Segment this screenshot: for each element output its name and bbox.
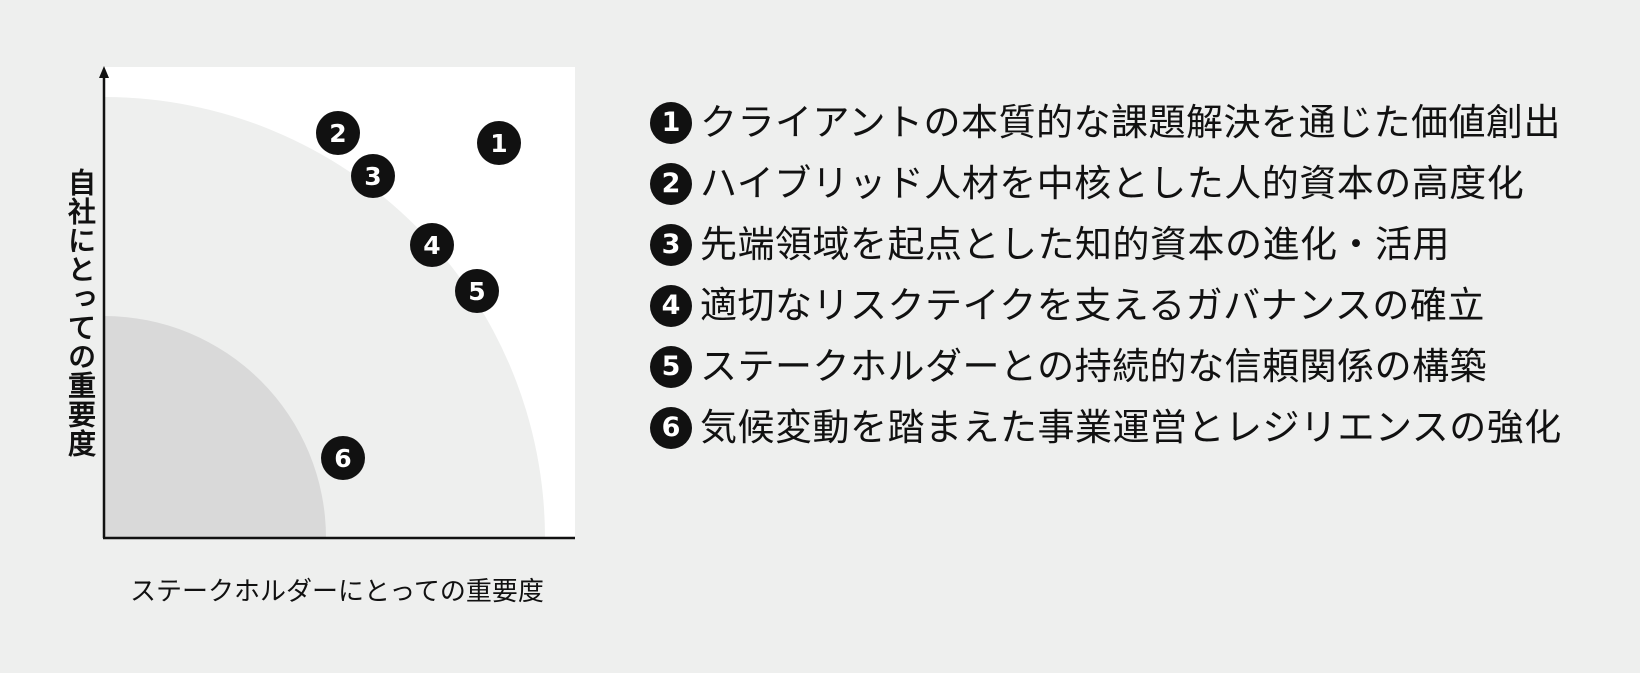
inner-zone	[104, 316, 326, 538]
marker-2-label: 2	[329, 119, 346, 148]
legend-item-text: 適切なリスクテイクを支えるガバナンスの確立	[700, 283, 1485, 327]
legend-item: 6 気候変動を踏まえた事業運営とレジリエンスの強化	[650, 397, 1562, 458]
legend-number-badge: 6	[650, 406, 692, 449]
y-axis-label: 自社にとっての重要度	[64, 168, 97, 458]
marker-3: 3	[351, 154, 395, 198]
legend-item-text: クライアントの本質的な課題解決を通じた価値創出	[700, 100, 1562, 144]
legend-item-text: ステークホルダーとの持続的な信頼関係の構築	[700, 344, 1488, 388]
marker-1: 1	[477, 121, 521, 165]
legend-item: 2 ハイブリッド人材を中核とした人的資本の高度化	[650, 153, 1562, 214]
legend-list: 1 クライアントの本質的な課題解決を通じた価値創出 2 ハイブリッド人材を中核と…	[650, 92, 1562, 458]
marker-6-label: 6	[334, 444, 351, 473]
legend-item: 4 適切なリスクテイクを支えるガバナンスの確立	[650, 275, 1562, 336]
y-axis-arrowhead	[99, 66, 109, 78]
legend-item-text: 気候変動を踏まえた事業運営とレジリエンスの強化	[700, 405, 1562, 449]
marker-4-label: 4	[423, 231, 440, 260]
legend-item-text: 先端領域を起点とした知的資本の進化・活用	[700, 222, 1450, 266]
marker-2: 2	[316, 111, 360, 155]
legend-item: 1 クライアントの本質的な課題解決を通じた価値創出	[650, 92, 1562, 153]
marker-6: 6	[321, 436, 365, 480]
marker-1-label: 1	[490, 129, 507, 158]
legend-item-text: ハイブリッド人材を中核とした人的資本の高度化	[700, 161, 1525, 205]
materiality-matrix: 1 2 3 4 5 6	[99, 66, 575, 540]
marker-5: 5	[455, 269, 499, 313]
legend-number-badge: 2	[650, 162, 692, 205]
legend-number-badge: 3	[650, 223, 692, 266]
marker-5-label: 5	[468, 277, 485, 306]
x-axis-label: ステークホルダーにとっての重要度	[130, 577, 544, 607]
legend-number-badge: 1	[650, 101, 692, 144]
legend-item: 3 先端領域を起点とした知的資本の進化・活用	[650, 214, 1562, 275]
legend-number-badge: 5	[650, 345, 692, 388]
marker-4: 4	[410, 223, 454, 267]
legend-number-badge: 4	[650, 284, 692, 327]
marker-3-label: 3	[364, 162, 381, 191]
legend-item: 5 ステークホルダーとの持続的な信頼関係の構築	[650, 336, 1562, 397]
